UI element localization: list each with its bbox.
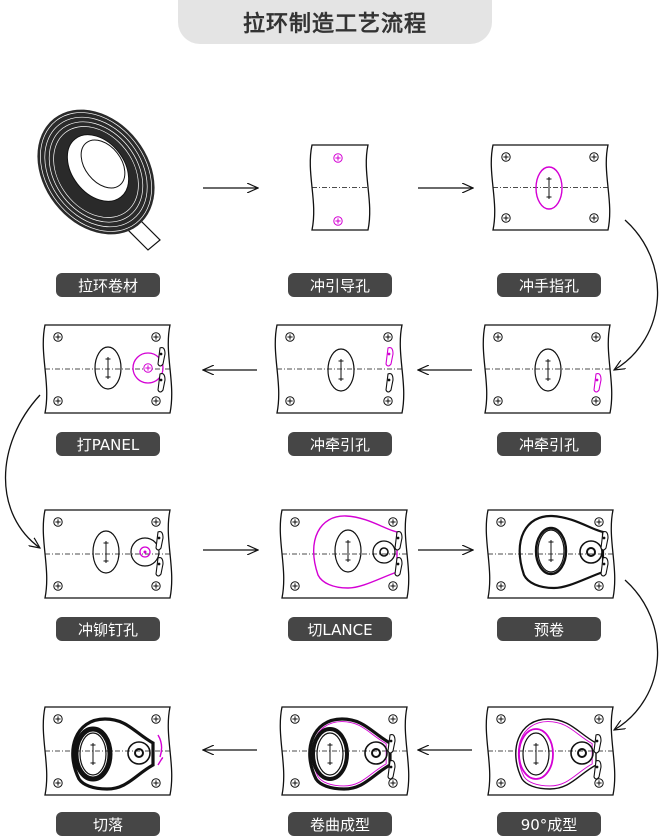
coil-icon [37, 109, 161, 251]
arrow-9 [614, 579, 659, 730]
strip-pull-hole-1 [482, 324, 613, 414]
step-label-pull-hole-2: 冲牵引孔 [288, 432, 392, 456]
strip-pull-hole-2 [274, 324, 405, 414]
strip-panel [42, 324, 173, 414]
step-label-coil: 拉环卷材 [56, 273, 160, 297]
step-label-90-forming: 90°成型 [497, 812, 601, 836]
strip-lance [279, 509, 410, 599]
strip-finger-hole [490, 144, 611, 231]
step-label-panel: 打PANEL [56, 432, 160, 456]
title-banner: 拉环制造工艺流程 [178, 0, 492, 44]
step-label-pull-hole-1: 冲牵引孔 [497, 432, 601, 456]
arrow-3 [614, 219, 659, 370]
strip-curl-forming [279, 706, 410, 796]
strip-90-forming [485, 706, 616, 796]
step-label-lance: 切LANCE [288, 617, 392, 641]
page-title: 拉环制造工艺流程 [242, 12, 427, 37]
step-label-guide-hole: 冲引导孔 [288, 273, 392, 297]
step-label-blanking: 切落 [56, 812, 160, 836]
step-label-curl-forming: 卷曲成型 [288, 812, 392, 836]
strip-blanking [42, 706, 173, 796]
strip-rivet-hole [42, 509, 173, 599]
arrow-6 [4, 394, 41, 548]
step-label-finger-hole: 冲手指孔 [497, 273, 601, 297]
strip-guide-hole [309, 144, 371, 231]
flow-arrows [4, 188, 659, 750]
step-label-pre-curl: 预卷 [497, 617, 601, 641]
step-label-rivet-hole: 冲铆钉孔 [56, 617, 160, 641]
strip-pre-curl [485, 509, 616, 599]
